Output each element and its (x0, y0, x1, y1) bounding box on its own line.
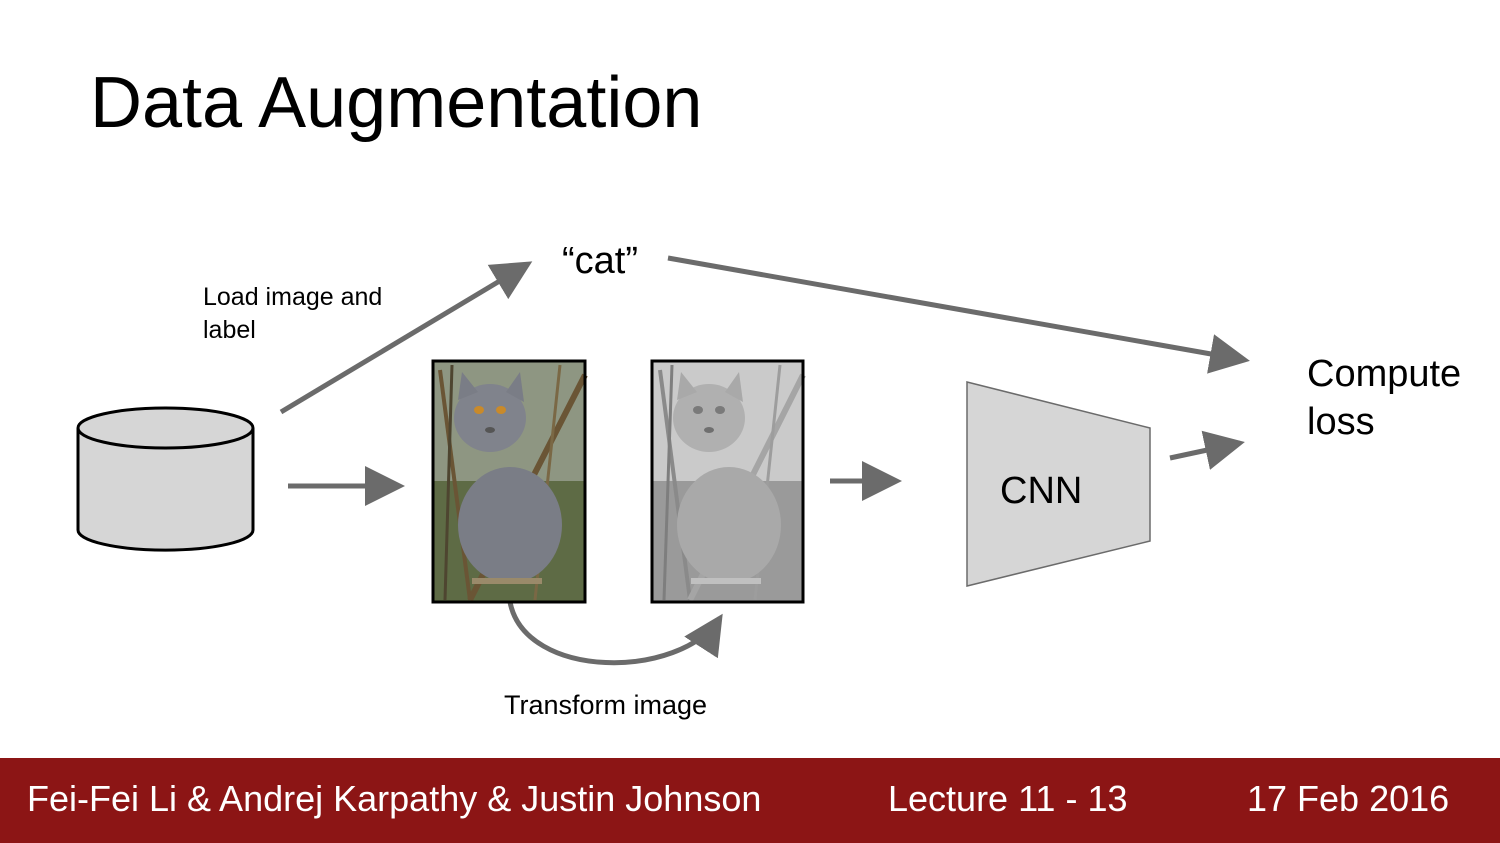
class-label: “cat” (562, 240, 638, 282)
footer-date: 17 Feb 2016 (1247, 778, 1450, 819)
footer-lecture: Lecture 11 - 13 (888, 778, 1128, 819)
diagram (76, 255, 1250, 666)
transform-label: Transform image (504, 690, 708, 720)
cnn-block (966, 381, 1151, 587)
slide-title: Data Augmentation (90, 63, 703, 143)
cnn-label: CNN (1000, 470, 1083, 512)
loss-label: Compute loss (1307, 353, 1462, 443)
arrow-cnn-to-loss (1169, 430, 1245, 470)
database-icon (76, 406, 255, 552)
cat-photo-transformed (650, 359, 806, 604)
footer-bar: Fei-Fei Li & Andrej Karpathy & Justin Jo… (0, 758, 1500, 843)
cat-photo-original (431, 359, 588, 604)
arrow-label-to-loss (667, 255, 1250, 374)
footer-authors: Fei-Fei Li & Andrej Karpathy & Justin Jo… (27, 778, 762, 819)
arrow-load-label (279, 261, 533, 415)
arrow-transform (507, 601, 723, 666)
load-label: Load image and label (203, 283, 383, 344)
